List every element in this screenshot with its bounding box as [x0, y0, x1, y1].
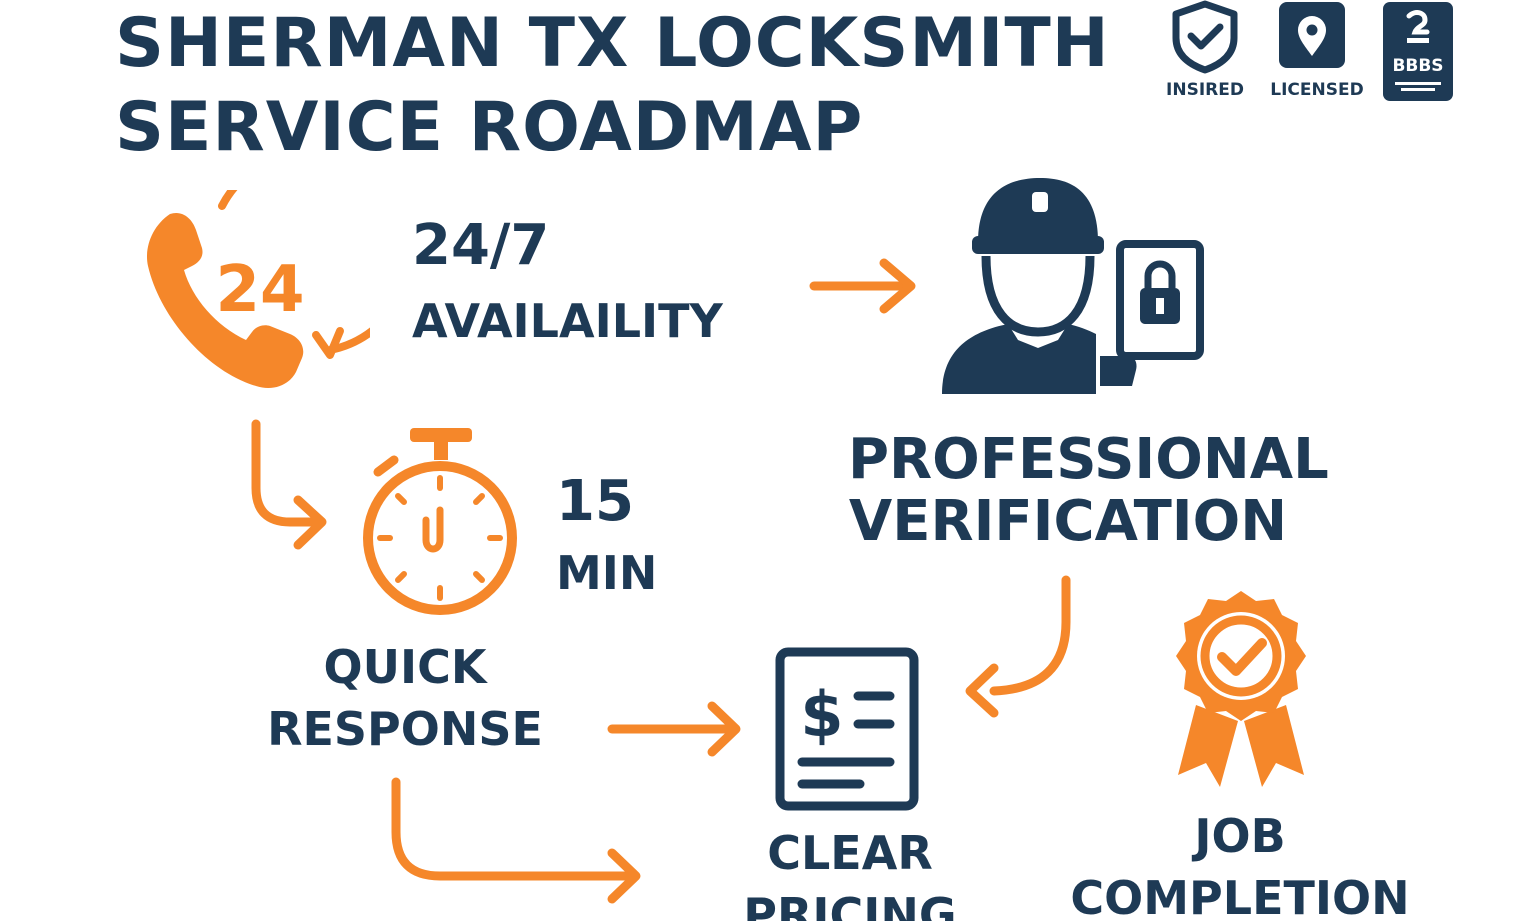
- badge-licensed: LICENSED: [1262, 0, 1372, 105]
- title-line-2: SERVICE ROADMAP: [115, 88, 864, 167]
- dollar-invoice-icon: $: [775, 647, 919, 811]
- pricing-line-1: CLEAR: [767, 826, 933, 880]
- badge-licensed-label: LICENSED: [1270, 80, 1364, 100]
- arrow-response-to-pricing: [607, 701, 741, 757]
- verification-line-2: VERIFICATION: [848, 489, 1288, 554]
- step-completion: JOB COMPLETION: [1050, 585, 1430, 921]
- arrow-response-to-bottom: [391, 777, 641, 904]
- stopwatch-icon: [363, 428, 517, 615]
- availability-headline: 24/7: [412, 213, 550, 278]
- quick-response-line-2: RESPONSE: [267, 702, 543, 756]
- shield-check-icon: [1172, 0, 1238, 74]
- page-title: SHERMAN TX LOCKSMITH SERVICE ROADMAP: [115, 2, 1110, 170]
- title-line-1: SHERMAN TX LOCKSMITH: [115, 4, 1110, 83]
- arrow-phone-to-stopwatch: [251, 419, 327, 550]
- award-ribbon-icon: [1176, 591, 1306, 787]
- arrow-verification-to-pricing: [965, 575, 1071, 718]
- map-pin-icon: [1279, 2, 1345, 68]
- badge-bbb-text: BBBS: [1392, 56, 1444, 76]
- completion-line-2: COMPLETION: [1070, 871, 1410, 921]
- availability-label: AVAILAILITY: [412, 294, 723, 348]
- verification-line-1: PROFESSIONAL: [848, 427, 1329, 492]
- arrow-availability-to-verification: [809, 258, 916, 314]
- quick-response-headline: 15: [556, 469, 634, 534]
- availability-icon-text: 24: [215, 253, 305, 327]
- completion-line-1: JOB: [1194, 809, 1286, 863]
- step-pricing: $ CLEAR PRICING: [720, 640, 980, 921]
- bbb-seal-icon: [1383, 2, 1453, 101]
- badge-insured: INSIRED: [1150, 0, 1260, 105]
- step-verification: PROFESSIONAL VERIFICATION: [848, 172, 1329, 554]
- badge-bbb: BBBS: [1381, 2, 1455, 104]
- phone-24-clock-icon: [146, 190, 370, 389]
- quick-response-unit: MIN: [556, 546, 658, 600]
- pricing-line-2: PRICING: [743, 888, 957, 921]
- step-quick-response: 15 MIN QUICK RESPONSE: [250, 420, 690, 760]
- svg-text:$: $: [800, 678, 843, 751]
- badge-insured-label: INSIRED: [1166, 80, 1244, 100]
- quick-response-line-1: QUICK: [323, 640, 487, 694]
- locksmith-with-id-badge-icon: [942, 178, 1204, 394]
- step-availability: 24 24/7 AVAILAILITY: [130, 190, 770, 410]
